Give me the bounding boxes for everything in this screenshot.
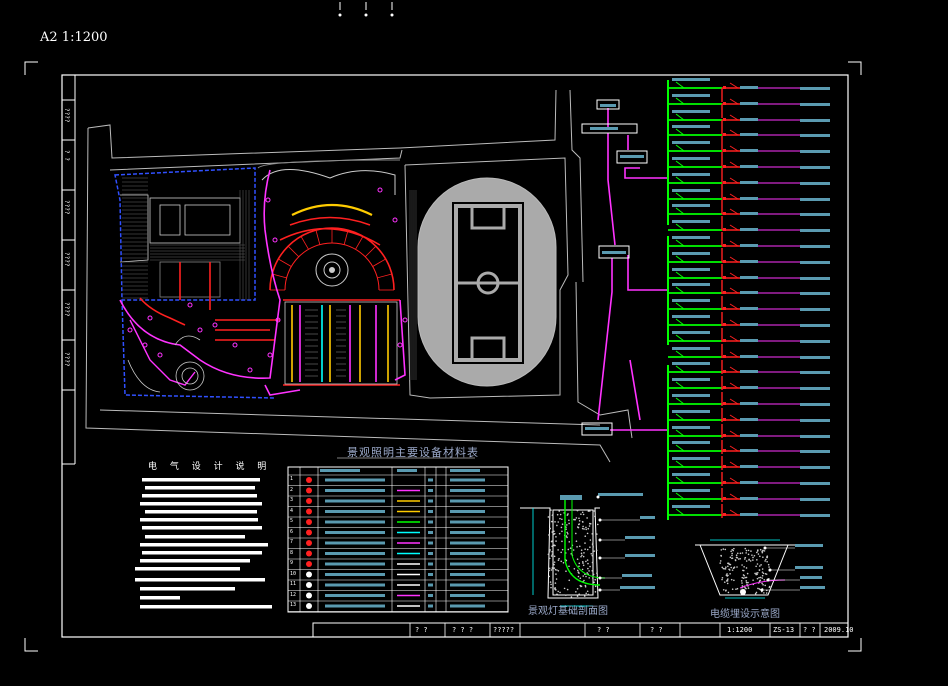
equipment-row-number: 11	[290, 581, 296, 587]
title-block-cell-6: ZS-13	[773, 626, 794, 634]
title-block	[313, 623, 848, 637]
cable-burial-section	[695, 540, 825, 598]
left-strip-label-3: ????	[63, 252, 70, 266]
equipment-row-number: 6	[290, 529, 293, 535]
equipment-row-number: 9	[290, 560, 293, 566]
cable-section-title: 电缆埋设示意图	[710, 605, 780, 620]
left-strip-label-2: ????	[63, 200, 70, 214]
equipment-row-number: 1	[290, 476, 293, 482]
equipment-row-number: 13	[290, 602, 296, 608]
promenade	[285, 302, 397, 384]
single-line-schematic	[668, 78, 830, 520]
design-notes-title: 电 气 设 计 说 明	[148, 459, 271, 472]
title-block-cell-3: ? ?	[597, 626, 610, 634]
equipment-row-number: 7	[290, 539, 293, 545]
equipment-row-number: 3	[290, 497, 293, 503]
title-block-cell-0: ? ?	[415, 626, 428, 634]
title-block-cell-1: ? ? ?	[452, 626, 473, 634]
scale-label: A2 1:1200	[40, 30, 108, 45]
title-block-cell-8: 2009.10	[824, 626, 854, 634]
title-block-cell-5: 1:1200	[727, 626, 752, 634]
title-block-cell-7: ? ?	[803, 626, 816, 634]
lamp-foundation-section	[520, 493, 655, 606]
building-hatch	[122, 178, 249, 300]
central-plaza	[258, 160, 400, 290]
magenta-route-outline	[120, 170, 405, 395]
equipment-row-number: 5	[290, 518, 293, 524]
equipment-row-number: 4	[290, 508, 293, 514]
left-strip-label-4: ????	[63, 302, 70, 316]
equipment-table	[288, 458, 508, 612]
left-strip-label-0: ????	[63, 108, 70, 122]
equipment-row-number: 10	[290, 571, 296, 577]
design-notes	[135, 478, 272, 609]
distribution-boxes	[582, 100, 647, 435]
bottom-left-features	[128, 336, 204, 392]
equipment-row-number: 8	[290, 550, 293, 556]
sports-field	[418, 178, 556, 386]
left-strip-label-5: ????	[63, 352, 70, 366]
equipment-table-title: 景观照明主要设备材料表	[347, 444, 479, 460]
top-markers	[339, 2, 394, 17]
equipment-row-number: 2	[290, 487, 293, 493]
title-block-cell-4: ? ?	[650, 626, 663, 634]
title-block-cell-2: ?????	[493, 626, 514, 634]
equipment-row-number: 12	[290, 592, 296, 598]
left-strip-label-1: ? ?	[63, 150, 70, 161]
lamp-section-title: 景观灯基础剖面图	[528, 602, 608, 617]
lamp-points	[128, 188, 407, 372]
